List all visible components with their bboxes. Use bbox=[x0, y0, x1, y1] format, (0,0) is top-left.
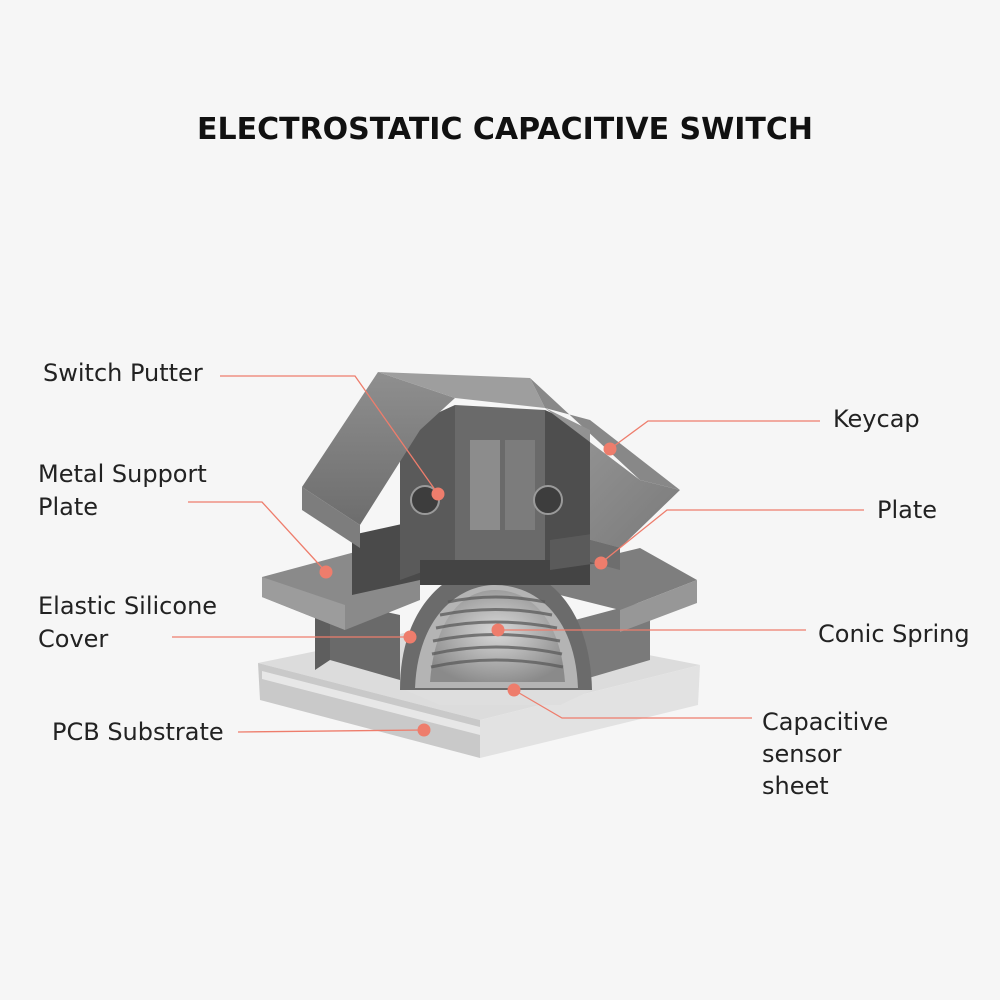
leader-lines bbox=[172, 375, 864, 733]
dot-sensor bbox=[507, 683, 521, 697]
keycap-part bbox=[302, 372, 680, 570]
label-switch-putter: Switch Putter bbox=[43, 359, 203, 387]
label-capacitive-sensor-sheet: Capacitive sensor sheet bbox=[762, 708, 889, 800]
label-keycap: Keycap bbox=[833, 405, 920, 433]
label-elastic-silicone-cover: Elastic Silicone Cover bbox=[38, 592, 218, 653]
label-conic-spring: Conic Spring bbox=[818, 620, 970, 648]
leader-keycap bbox=[609, 420, 820, 450]
dot-plate bbox=[594, 556, 608, 570]
leader-plate bbox=[600, 509, 864, 564]
leader-sensor bbox=[513, 689, 752, 719]
leader-switch-putter bbox=[220, 375, 439, 495]
dot-metal-plate bbox=[319, 565, 333, 579]
label-pcb-substrate: PCB Substrate bbox=[52, 718, 224, 746]
leader-metal-plate bbox=[188, 501, 327, 573]
leader-pcb bbox=[237, 729, 425, 733]
label-metal-support-plate: Metal Support Plate bbox=[38, 460, 207, 521]
label-plate: Plate bbox=[877, 496, 938, 524]
dot-silicone bbox=[403, 630, 417, 644]
dot-switch-putter bbox=[431, 487, 445, 501]
dot-keycap bbox=[603, 442, 617, 456]
callout-dots bbox=[319, 442, 617, 737]
dot-spring bbox=[491, 623, 505, 637]
diagram-title: ELECTROSTATIC CAPACITIVE SWITCH bbox=[197, 112, 813, 147]
dot-pcb bbox=[417, 723, 431, 737]
switch-stem-part bbox=[352, 405, 620, 595]
